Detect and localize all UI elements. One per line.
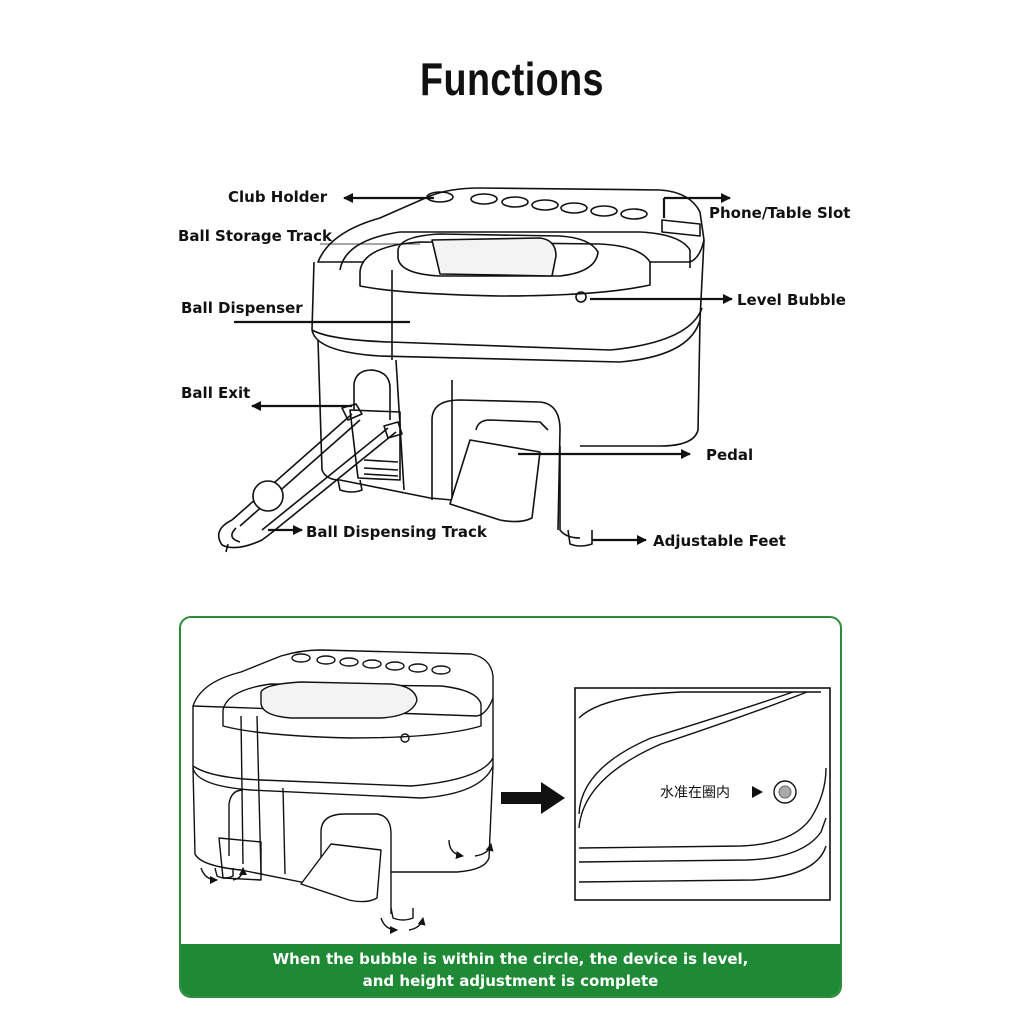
leveling-panel: 水准在圈内 When the bubble is within the circ… (179, 616, 842, 998)
label-ball-dispenser: Ball Dispenser (181, 299, 303, 317)
label-ball-exit: Ball Exit (181, 384, 251, 402)
level-indicator-label: 水准在圈内 (660, 785, 730, 801)
leveling-illustration (192, 649, 831, 934)
label-phone-table-slot: Phone/Table Slot (709, 204, 851, 222)
device-diagram (217, 187, 733, 553)
caption-bar: When the bubble is within the circle, th… (181, 944, 840, 996)
label-level-bubble: Level Bubble (737, 291, 846, 309)
caption-line-2: and height adjustment is complete (362, 972, 659, 990)
label-club-holder: Club Holder (228, 188, 328, 206)
label-adjustable-feet: Adjustable Feet (653, 532, 786, 550)
label-ball-dispensing-track: Ball Dispensing Track (306, 523, 487, 541)
page-title: Functions (420, 53, 604, 105)
label-pedal: Pedal (706, 446, 754, 464)
caption-line-1: When the bubble is within the circle, th… (272, 950, 749, 968)
label-ball-storage-track: Ball Storage Track (178, 227, 332, 245)
